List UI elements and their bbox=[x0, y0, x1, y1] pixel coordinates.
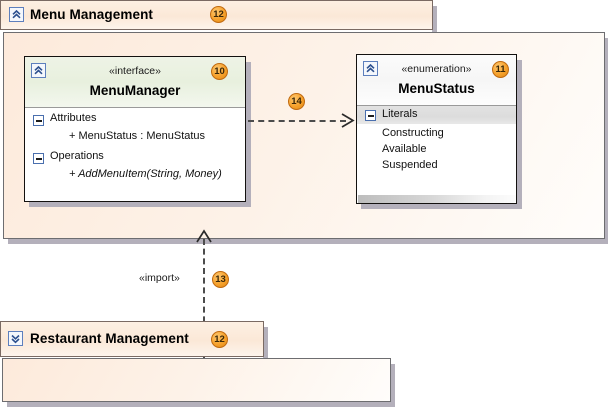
literal-item: Available bbox=[382, 143, 427, 155]
literals-row-highlight bbox=[357, 106, 516, 124]
operations-compartment-label: Operations bbox=[50, 150, 104, 162]
menu-management-body-shadow-right bbox=[604, 38, 608, 244]
attributes-collapse-icon[interactable] bbox=[33, 115, 44, 126]
dependency-arrowhead-icon bbox=[341, 113, 355, 128]
menu-manager-shadow bbox=[29, 201, 251, 207]
import-arrowhead-icon bbox=[196, 229, 212, 243]
import-badge: 13 bbox=[212, 271, 229, 288]
import-connector-label: «import» bbox=[139, 272, 180, 284]
menu-status-shadow bbox=[361, 203, 522, 209]
literal-item: Suspended bbox=[382, 159, 438, 171]
literal-item: Constructing bbox=[382, 127, 444, 139]
literals-compartment-label: Literals bbox=[382, 108, 418, 120]
menu-status-stereotype: «enumeration» bbox=[401, 63, 472, 75]
literals-collapse-icon[interactable] bbox=[365, 110, 376, 121]
menu-status-class[interactable]: «enumeration» MenuStatus 11 Literals Con… bbox=[356, 54, 517, 204]
menu-status-header-separator bbox=[357, 105, 516, 106]
restaurant-management-badge: 12 bbox=[211, 331, 228, 348]
menu-status-footer-bar bbox=[358, 195, 516, 203]
menu-management-package-title: Menu Management bbox=[30, 7, 154, 22]
chevron-up-icon[interactable] bbox=[31, 63, 46, 78]
restaurant-management-body-shadow bbox=[7, 402, 395, 407]
menu-status-header bbox=[357, 55, 516, 105]
menu-manager-badge: 10 bbox=[211, 63, 228, 80]
dependency-badge: 14 bbox=[288, 93, 305, 110]
operation-item: + AddMenuItem(String, Money) bbox=[69, 168, 222, 180]
chevron-up-icon[interactable] bbox=[9, 7, 24, 22]
restaurant-management-body-shadow-right bbox=[390, 364, 395, 407]
menu-manager-header-separator bbox=[25, 107, 245, 108]
attribute-item: + MenuStatus : MenuStatus bbox=[69, 130, 206, 142]
operations-collapse-icon[interactable] bbox=[33, 153, 44, 164]
attributes-compartment-label: Attributes bbox=[50, 112, 97, 124]
import-connector-line[interactable] bbox=[203, 239, 205, 361]
menu-manager-stereotype: «interface» bbox=[109, 65, 161, 77]
menu-management-body-shadow bbox=[8, 239, 608, 244]
dependency-connector-line[interactable] bbox=[248, 120, 346, 122]
menu-status-shadow-right bbox=[516, 60, 522, 209]
restaurant-management-package-title: Restaurant Management bbox=[30, 331, 189, 346]
menu-management-tab-shadow bbox=[432, 6, 437, 33]
restaurant-management-package-body[interactable] bbox=[2, 358, 391, 402]
menu-manager-class[interactable]: «interface» MenuManager 10 Attributes + … bbox=[24, 56, 246, 202]
menu-status-badge: 11 bbox=[492, 61, 509, 78]
chevron-up-icon[interactable] bbox=[363, 61, 378, 76]
menu-manager-header bbox=[25, 57, 245, 107]
menu-management-badge: 12 bbox=[210, 6, 227, 23]
menu-status-name: MenuStatus bbox=[398, 81, 475, 96]
menu-manager-name: MenuManager bbox=[89, 83, 181, 98]
restaurant-management-tab-shadow bbox=[263, 327, 268, 360]
chevron-down-icon[interactable] bbox=[8, 331, 23, 346]
menu-manager-shadow-right bbox=[245, 62, 251, 207]
